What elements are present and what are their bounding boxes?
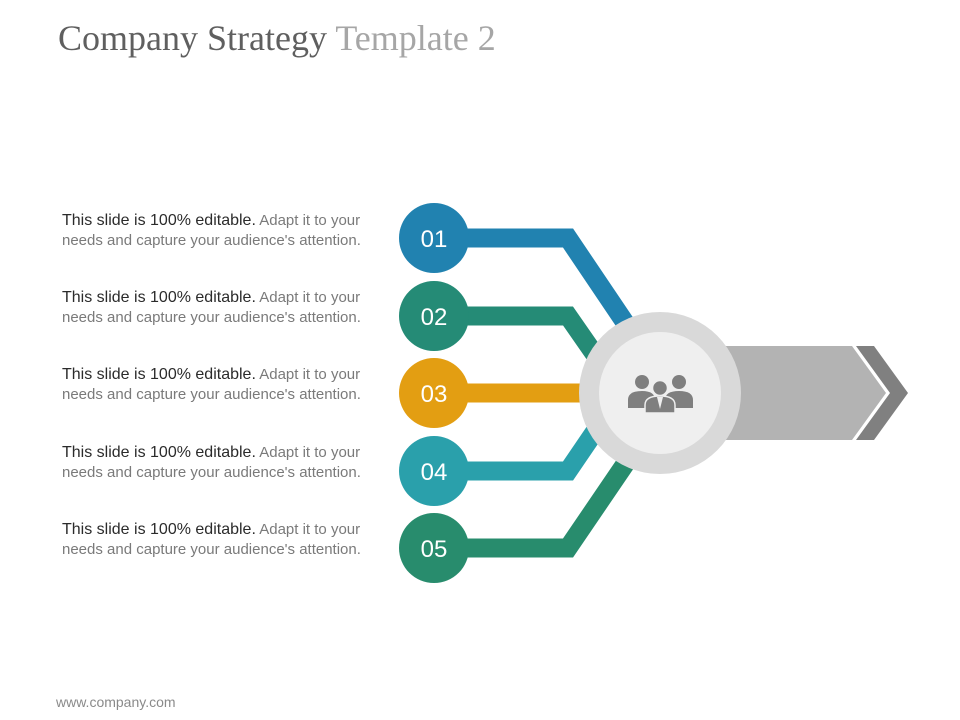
- text-item-3: This slide is 100% editable. Adapt it to…: [62, 365, 380, 404]
- number-circle-02: 02: [399, 281, 469, 351]
- item-lead: This slide is 100% editable.: [62, 289, 256, 306]
- text-item-5: This slide is 100% editable. Adapt it to…: [62, 520, 380, 559]
- arrow-chevron: [856, 346, 908, 440]
- item-lead: This slide is 100% editable.: [62, 444, 256, 461]
- text-item-2: This slide is 100% editable. Adapt it to…: [62, 288, 380, 327]
- number-circle-04: 04: [399, 436, 469, 506]
- item-body: Adapt it to your needs and capture your …: [62, 289, 361, 326]
- item-lead: This slide is 100% editable.: [62, 366, 256, 383]
- item-body: Adapt it to your needs and capture your …: [62, 521, 361, 558]
- number-label: 01: [421, 226, 448, 253]
- item-body: Adapt it to your needs and capture your …: [62, 366, 361, 403]
- number-label: 02: [421, 304, 448, 331]
- item-body: Adapt it to your needs and capture your …: [62, 444, 361, 481]
- number-label: 05: [421, 536, 448, 563]
- connector-05: [440, 448, 640, 558]
- team-icon: [628, 375, 693, 414]
- item-lead: This slide is 100% editable.: [62, 212, 256, 229]
- number-circle-03: 03: [399, 358, 469, 428]
- title-main: Company Strategy: [58, 18, 327, 58]
- number-circle-05: 05: [399, 513, 469, 583]
- number-label: 03: [421, 381, 448, 408]
- connector-02: [440, 306, 608, 368]
- slide-title: Company Strategy Template 2: [58, 14, 496, 62]
- number-circle-01: 01: [399, 203, 469, 273]
- title-sub: Template 2: [335, 18, 496, 58]
- text-item-4: This slide is 100% editable. Adapt it to…: [62, 443, 380, 482]
- arrow-body: [690, 346, 886, 440]
- number-label: 04: [421, 459, 448, 486]
- item-lead: This slide is 100% editable.: [62, 521, 256, 538]
- text-item-1: This slide is 100% editable. Adapt it to…: [62, 211, 380, 250]
- footer-url: www.company.com: [56, 694, 176, 710]
- connector-01: [440, 228, 640, 339]
- item-body: Adapt it to your needs and capture your …: [62, 212, 361, 249]
- connector-04: [440, 418, 608, 481]
